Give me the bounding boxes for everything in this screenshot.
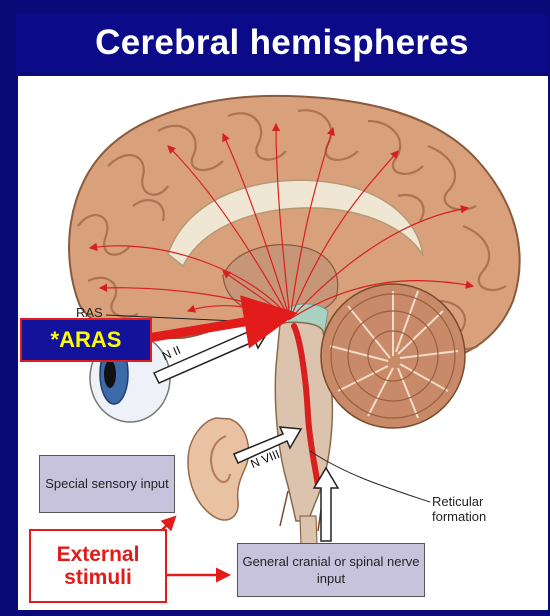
title-bar: Cerebral hemispheres <box>16 14 548 72</box>
special-sensory-input-box: Special sensory input <box>39 455 175 513</box>
external-stimuli-box: External stimuli <box>29 529 167 603</box>
external-stimuli-label: External stimuli <box>31 543 165 589</box>
general-input-label: General cranial or spinal nerve input <box>238 553 424 587</box>
reticular-formation-label: Reticular formation <box>432 494 486 524</box>
aras-label: *ARAS <box>51 327 122 353</box>
cerebellum <box>321 284 465 428</box>
aras-box: *ARAS <box>20 318 152 362</box>
special-sensory-input-label: Special sensory input <box>45 476 169 492</box>
ear-illustration <box>188 418 249 520</box>
page-title: Cerebral hemispheres <box>95 23 469 63</box>
diagram-panel: RAS N II N VIII Reticular formation Spec… <box>18 76 548 610</box>
general-input-box: General cranial or spinal nerve input <box>237 543 425 597</box>
